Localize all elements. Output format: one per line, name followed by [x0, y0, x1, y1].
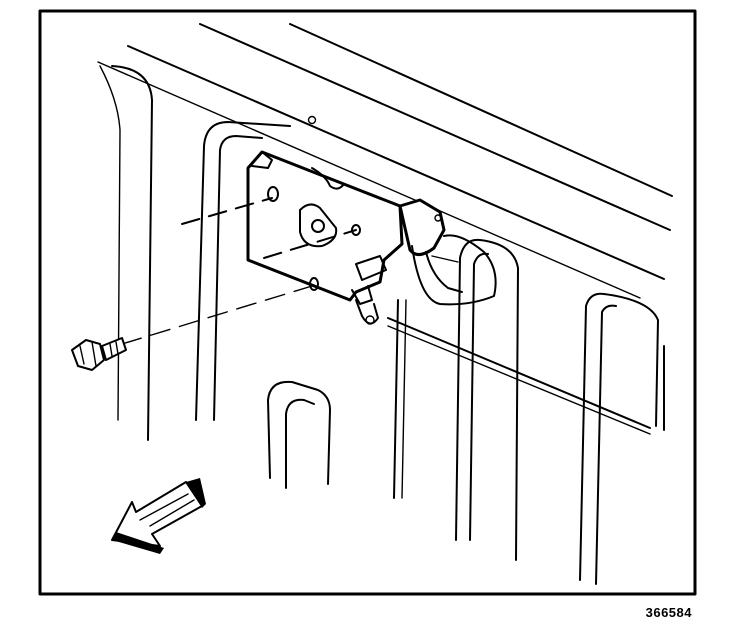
panel-hole [307, 115, 317, 125]
bolt-icon [71, 337, 127, 371]
mounting-hole [351, 224, 361, 236]
mounting-hole [267, 186, 279, 202]
direction-arrow-icon [111, 478, 206, 554]
alignment-lines [121, 197, 357, 345]
striker [398, 198, 497, 306]
roof-panel [97, 23, 673, 441]
latch-assembly [246, 150, 404, 325]
latch-rod [387, 317, 651, 429]
figure-id-label: 366584 [645, 605, 692, 620]
mounting-hole [309, 277, 319, 291]
figure-border [38, 9, 697, 596]
